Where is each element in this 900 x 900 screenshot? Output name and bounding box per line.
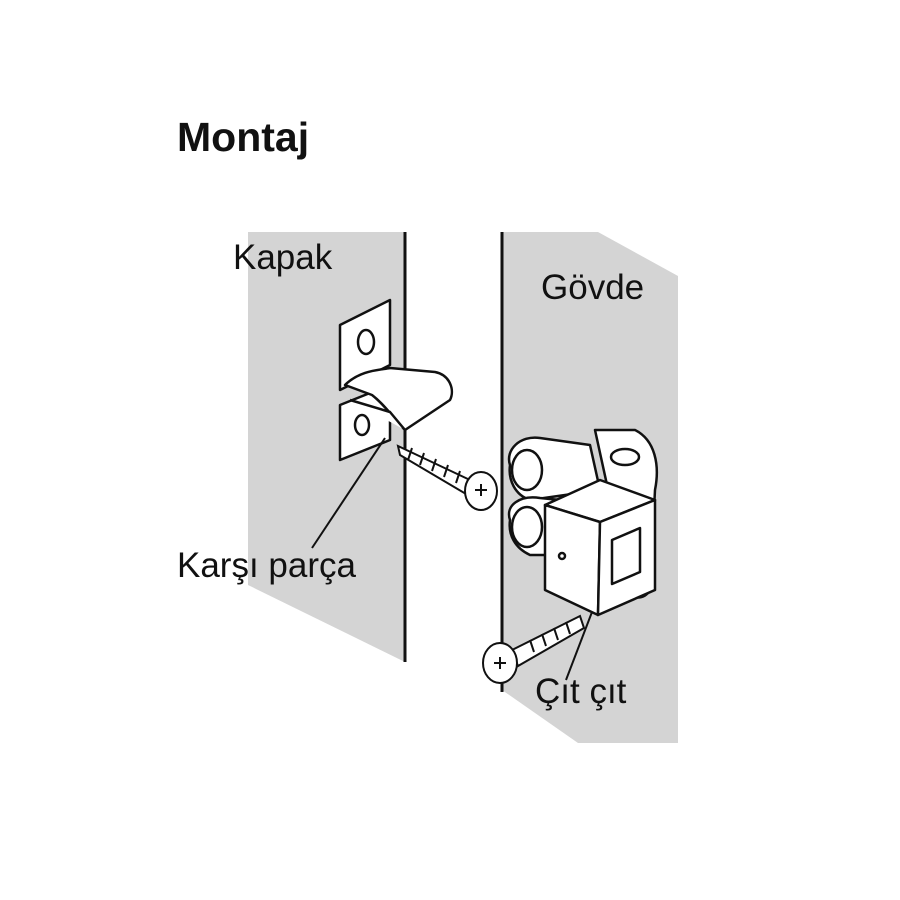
page-title: Montaj <box>177 114 310 160</box>
door-label: Kapak <box>233 238 333 277</box>
roller-catch <box>507 428 659 617</box>
screw-body <box>482 614 586 684</box>
strike-plate-label: Karşı parça <box>177 546 356 585</box>
strike-plate <box>338 298 454 462</box>
door-panel <box>248 232 405 662</box>
body-label: Gövde <box>541 268 645 307</box>
strike-leader <box>311 437 386 549</box>
screw-door <box>396 444 498 511</box>
catch-leader <box>565 611 593 681</box>
catch-label: Çıt çıt <box>535 672 627 711</box>
